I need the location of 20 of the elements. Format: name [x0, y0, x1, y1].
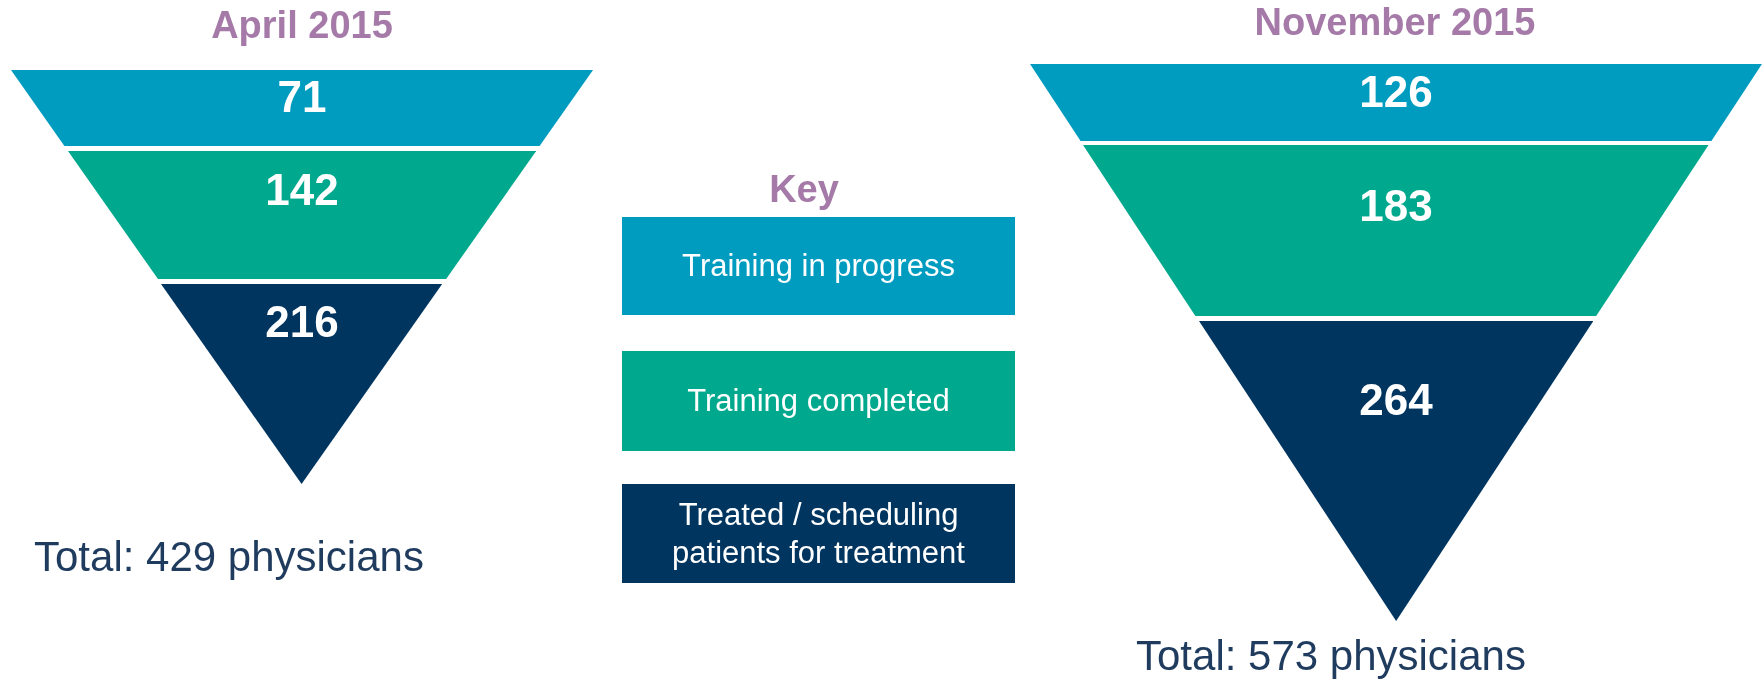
funnel-segment	[1198, 321, 1594, 621]
total-text: Total: 429 physicians	[34, 533, 424, 581]
funnel-segment	[11, 70, 593, 146]
value-label: 264	[1359, 375, 1433, 425]
funnel-segment	[161, 284, 443, 484]
period-heading: April 2015	[211, 4, 393, 47]
value-label: 126	[1359, 67, 1433, 117]
total-text: Total: 573 physicians	[1136, 632, 1526, 680]
period-heading: November 2015	[1254, 1, 1536, 44]
value-label: 71	[277, 72, 327, 122]
legend-label: Training completed	[687, 382, 950, 420]
value-label: 183	[1359, 181, 1433, 231]
funnel-segment	[1083, 145, 1709, 316]
funnel-segment	[1030, 64, 1762, 141]
funnel-segment	[67, 151, 537, 279]
legend-label: Training in progress	[682, 247, 955, 285]
key-heading: Key	[769, 168, 839, 211]
legend-label: Treated / scheduling patients for treatment	[671, 496, 966, 571]
value-label: 142	[265, 165, 339, 215]
value-label: 216	[265, 297, 339, 347]
